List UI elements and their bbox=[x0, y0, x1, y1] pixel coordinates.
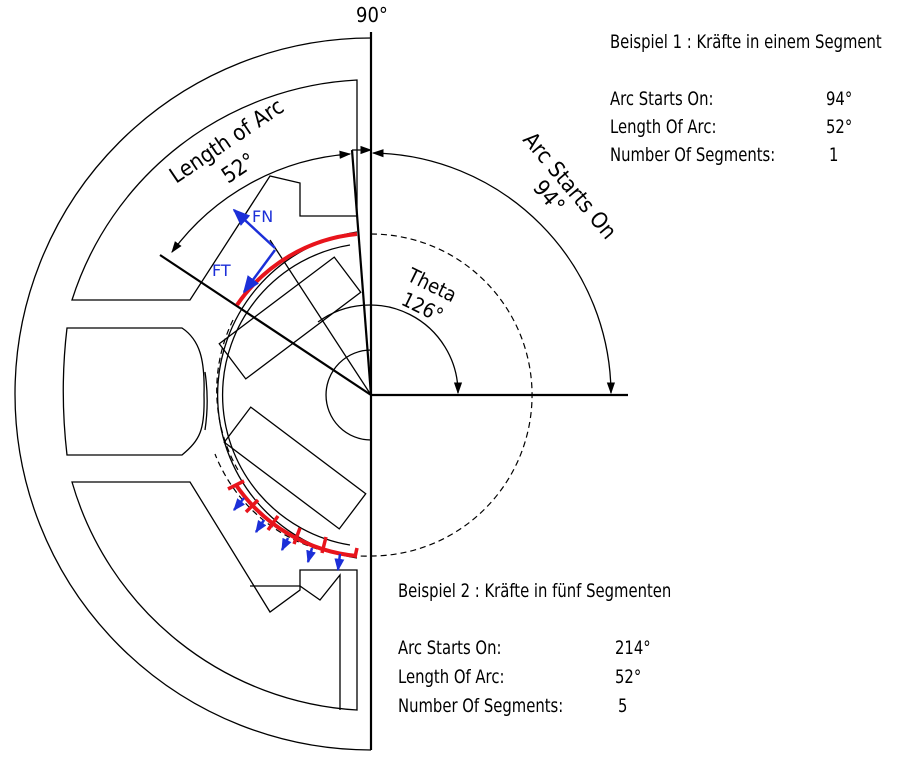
example-2-row-value-2: 5 bbox=[618, 695, 628, 717]
segment-ticks bbox=[227, 479, 359, 558]
example-1-row-value-2: 1 bbox=[829, 144, 839, 166]
magnet-upper bbox=[218, 256, 362, 380]
example-2-row-label-1: Length Of Arc: bbox=[398, 666, 505, 688]
fn-label: FN bbox=[252, 207, 273, 226]
example-1-row-value-1: 52° bbox=[826, 116, 853, 138]
theta-dimension bbox=[317, 304, 463, 395]
stator-outer-arc bbox=[14, 37, 372, 751]
stator-slot-lower bbox=[71, 481, 358, 711]
segment-force-vectors bbox=[233, 497, 345, 572]
force-arc-example-1 bbox=[235, 232, 358, 307]
fn-vector bbox=[232, 208, 276, 249]
ft-label: FT bbox=[212, 261, 231, 280]
ft-vector bbox=[242, 249, 277, 294]
example-1-row-label-2: Number Of Segments: bbox=[610, 144, 776, 166]
arc-start-line bbox=[350, 149, 373, 396]
arc-end-line bbox=[159, 254, 372, 396]
arc-starts-on-dimension bbox=[371, 149, 616, 395]
force-arc-example-2 bbox=[234, 483, 358, 558]
example-2-row-value-1: 52° bbox=[615, 666, 642, 688]
stator-slot-left bbox=[62, 327, 205, 456]
stator-slot-upper bbox=[71, 79, 358, 301]
rotor-body bbox=[216, 231, 358, 559]
angle-90-label: 90° bbox=[356, 3, 388, 27]
length-of-arc-dimension bbox=[171, 150, 352, 253]
example-2-row-label-2: Number Of Segments: bbox=[398, 695, 564, 717]
example-1-row-value-0: 94° bbox=[826, 88, 853, 110]
fn-direction-line bbox=[269, 239, 372, 396]
rotor-outline-inner bbox=[221, 244, 351, 546]
rotor-tooth bbox=[204, 371, 208, 431]
example-2-row-label-0: Arc Starts On: bbox=[398, 637, 502, 659]
magnet-lower bbox=[223, 406, 367, 530]
example-2-title: Beispiel 2 : Kräfte in fünf Segmenten bbox=[398, 580, 672, 602]
example-1-title: Beispiel 1 : Kräfte in einem Segment bbox=[610, 31, 882, 53]
example-1-row-label-1: Length Of Arc: bbox=[610, 116, 717, 138]
stator-slot-bottom bbox=[250, 573, 341, 710]
example-2-row-value-0: 214° bbox=[615, 637, 651, 659]
rotor-hub bbox=[325, 349, 372, 441]
example-1-row-label-0: Arc Starts On: bbox=[610, 88, 714, 110]
